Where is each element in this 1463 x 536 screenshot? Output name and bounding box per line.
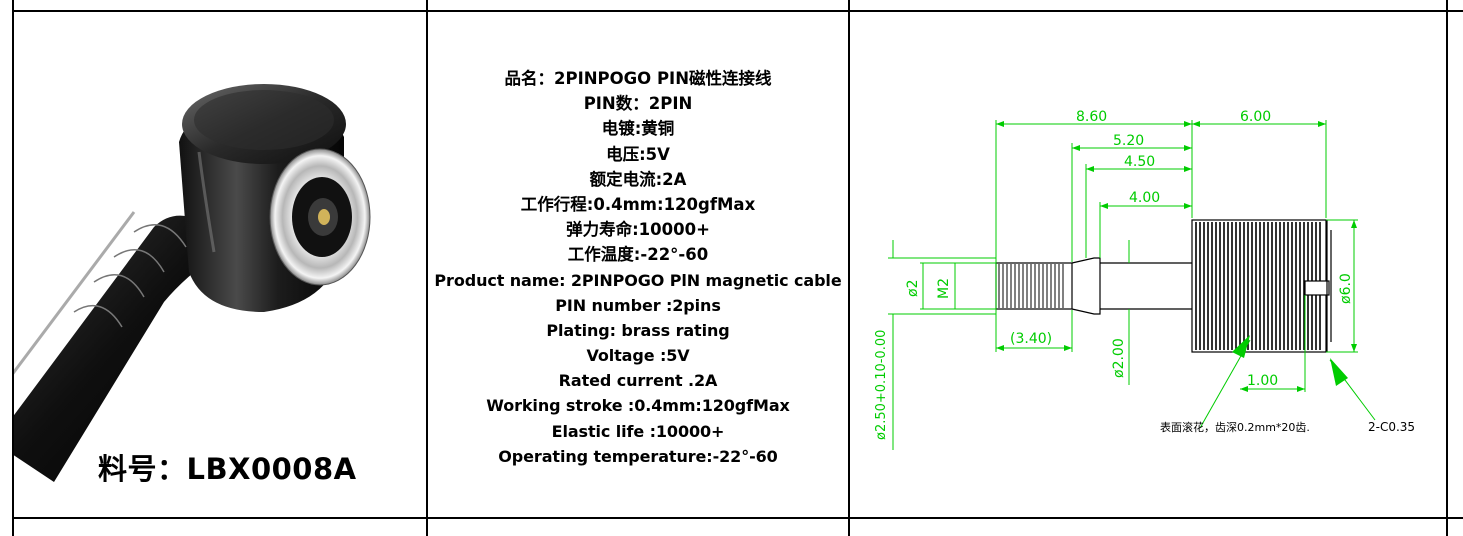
spec-list: 品名：2PINPOGO PIN磁性连接线 PIN数：2PIN 电镀:黄铜 电压:… (428, 66, 848, 469)
spec-line: 电镀:黄铜 (601, 119, 675, 139)
dim-phi2: ø2 (905, 280, 921, 297)
table-border-top (12, 10, 1463, 12)
technical-drawing: 8.60 6.00 5.20 4.50 4.00 (3.40) 1.00 ø2 … (874, 109, 1415, 450)
spec-line: Product name: 2PINPOGO PlN magnetic cabl… (434, 270, 842, 290)
connector-photo (14, 84, 371, 482)
dim-1-00: 1.00 (1247, 373, 1278, 389)
specs-cell: 品名：2PINPOGO PIN磁性连接线 PIN数：2PIN 电镀:黄铜 电压:… (428, 12, 848, 518)
chamfer-label: 2-C0.35 (1368, 420, 1415, 434)
table-border-col2 (848, 0, 850, 536)
pin-outline (995, 219, 1332, 353)
product-photo-cell: 料号：LBX0008A (14, 12, 426, 518)
dim-phi2-50: ø2.50+0.10-0.00 (874, 330, 889, 440)
dim-phi2-00: ø2.00 (1111, 338, 1127, 378)
spec-line: Rated current .2A (558, 371, 718, 391)
spec-line: 工作行程:0.4mm:120gfMax (520, 194, 756, 214)
spec-line: Working stroke :0.4mm:120gfMax (486, 396, 790, 416)
knurl-note: 表面滚花，齿深0.2mm*20齿. (1160, 420, 1310, 434)
spec-line: PIN number :2pins (555, 295, 721, 315)
dim-5-20: 5.20 (1113, 133, 1144, 149)
spec-line: PIN数：2PIN (583, 94, 693, 114)
table-border-col3 (1446, 0, 1448, 536)
dim-4-50: 4.50 (1124, 154, 1155, 170)
spec-line: Plating: brass rating (546, 320, 730, 340)
part-number: 料号：LBX0008A (98, 452, 357, 486)
spec-line: 工作温度:-22°-60 (567, 245, 709, 265)
dim-3-40: (3.40) (1010, 331, 1052, 347)
dim-8-60: 8.60 (1076, 109, 1107, 125)
table-border-bottom (12, 517, 1463, 519)
spec-line: Operating temperature:-22°-60 (498, 446, 778, 466)
technical-drawing-cell: 8.60 6.00 5.20 4.50 4.00 (3.40) 1.00 ø2 … (850, 12, 1446, 518)
spec-line: 品名：2PINPOGO PIN磁性连接线 (504, 69, 772, 88)
table-border-col1 (426, 0, 428, 536)
spec-line: 额定电流:2A (589, 169, 687, 189)
table-border-left (12, 0, 14, 536)
dim-6-00: 6.00 (1240, 109, 1271, 125)
spec-line: Voltage :5V (586, 346, 690, 366)
spec-line: Elastic life :10000+ (551, 421, 725, 441)
dim-m2: M2 (936, 278, 952, 299)
spec-line: 弹力寿命:10000+ (566, 220, 710, 240)
dim-phi6-0: ø6.0 (1338, 273, 1354, 304)
spec-line: 电压:5V (606, 144, 670, 164)
dim-4-00: 4.00 (1129, 190, 1160, 206)
